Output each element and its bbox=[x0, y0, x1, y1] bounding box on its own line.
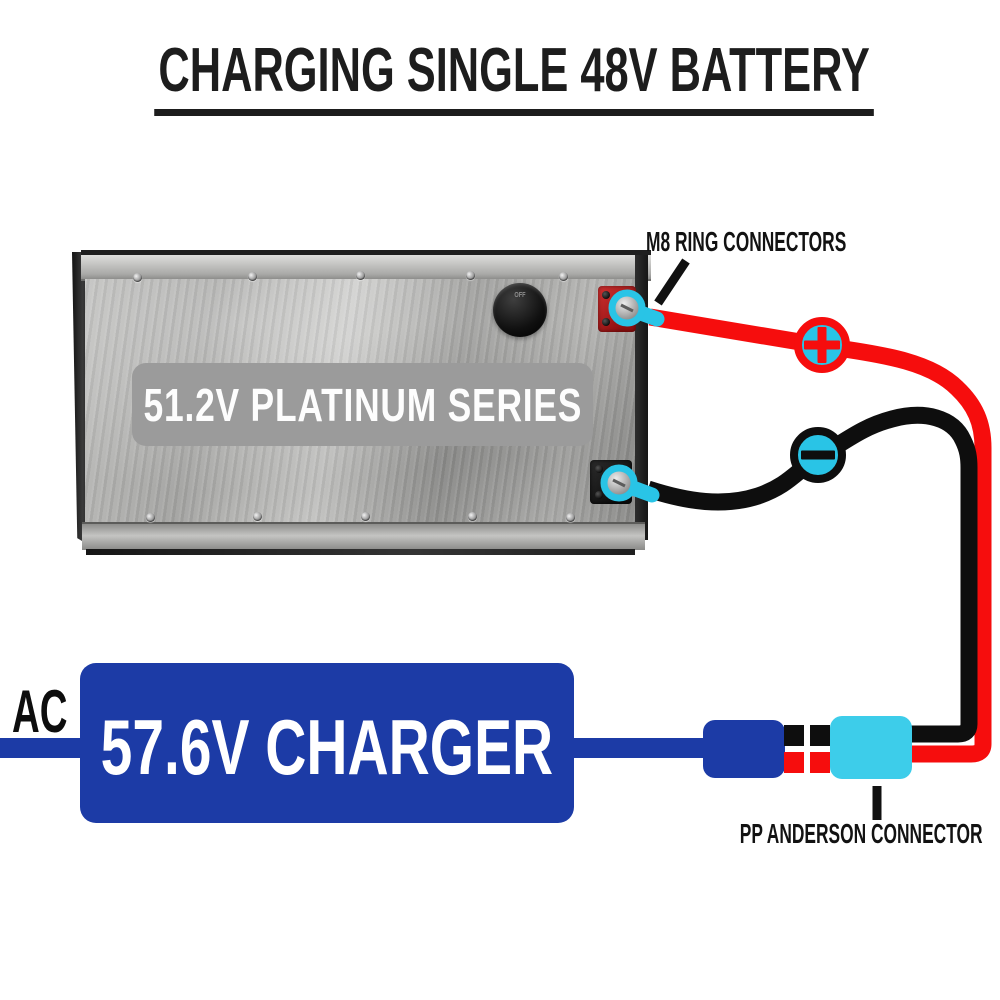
battery-image: OFF 51.2V PLATINUM SERIES bbox=[72, 250, 651, 555]
screw-icon bbox=[356, 271, 365, 280]
positive-terminal-block bbox=[598, 286, 636, 332]
m8-pointer-line bbox=[654, 258, 690, 306]
negative-wire-stub bbox=[784, 725, 804, 746]
page-title-text: CHARGING SINGLE 48V BATTERY bbox=[154, 40, 874, 116]
anderson-connector-label-text: PP ANDERSON CONNECTOR bbox=[740, 818, 983, 849]
negative-wire-stub bbox=[810, 725, 830, 746]
m8-connectors-label-text: M8 RING CONNECTORS bbox=[646, 226, 847, 257]
negative-terminal-block bbox=[590, 460, 632, 504]
anderson-connector-label: PP ANDERSON CONNECTOR bbox=[591, 820, 983, 848]
battery-right-edge bbox=[635, 255, 648, 540]
screw-icon bbox=[468, 512, 477, 521]
screw-icon bbox=[133, 273, 142, 282]
screw-icon bbox=[361, 512, 370, 521]
page-title: CHARGING SINGLE 48V BATTERY bbox=[0, 40, 1000, 116]
battery-series-label: 51.2V PLATINUM SERIES bbox=[132, 363, 593, 446]
screw-icon bbox=[602, 291, 610, 299]
screw-icon bbox=[595, 465, 603, 473]
screw-icon bbox=[146, 513, 155, 522]
screw-icon bbox=[466, 271, 475, 280]
positive-wire-stub bbox=[810, 752, 830, 773]
ac-input-wire bbox=[0, 738, 82, 758]
plus-icon bbox=[794, 317, 850, 373]
battery-series-label-text: 51.2V PLATINUM SERIES bbox=[143, 378, 582, 431]
screw-icon bbox=[602, 318, 610, 326]
charger-output-connector bbox=[703, 720, 785, 778]
positive-wire bbox=[648, 308, 992, 763]
battery-bottom-rim bbox=[82, 522, 645, 555]
positive-wire-stub bbox=[784, 752, 804, 773]
charger-output-wire bbox=[573, 738, 704, 758]
charger-box: 57.6V CHARGER bbox=[80, 663, 574, 823]
screw-icon bbox=[624, 291, 632, 299]
ac-input-label: AC bbox=[12, 682, 99, 742]
screw-icon bbox=[253, 512, 262, 521]
minus-icon bbox=[790, 427, 846, 483]
power-knob: OFF bbox=[493, 283, 547, 337]
screw-icon bbox=[559, 272, 568, 281]
anderson-connector bbox=[830, 716, 912, 779]
screw-icon bbox=[566, 513, 575, 522]
charger-label-text: 57.6V CHARGER bbox=[100, 703, 554, 791]
m8-connectors-label: M8 RING CONNECTORS bbox=[646, 228, 969, 256]
negative-wire bbox=[645, 406, 978, 743]
screw-icon bbox=[248, 272, 257, 281]
screw-icon bbox=[595, 491, 603, 499]
ac-input-label-text: AC bbox=[12, 678, 68, 745]
power-knob-label: OFF bbox=[514, 292, 526, 299]
